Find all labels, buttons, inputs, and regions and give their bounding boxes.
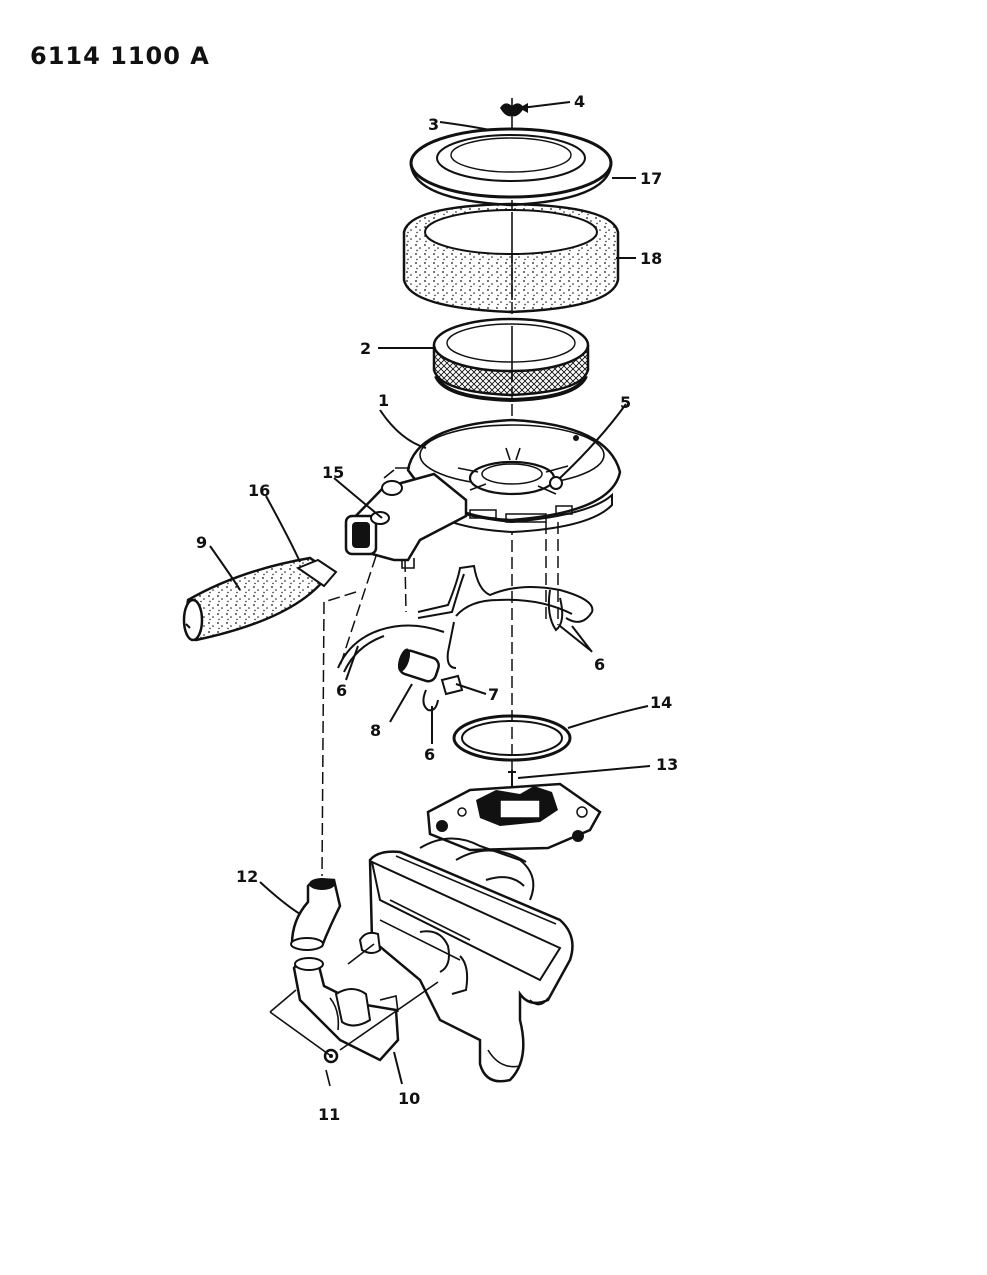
foam-filter-wrapper [402, 202, 620, 314]
air-inlet-snorkel [344, 467, 468, 569]
callout-3: 3 [428, 115, 439, 134]
callout-5: 5 [620, 393, 631, 412]
carburetor [426, 782, 602, 852]
gasket [452, 714, 572, 762]
callout-6-left: 6 [336, 681, 347, 700]
stud [508, 770, 516, 788]
assembly-leader-lines [321, 522, 559, 877]
hose-fitting [440, 674, 464, 696]
callout-6-bottom: 6 [424, 745, 435, 764]
callout-10: 10 [398, 1089, 420, 1108]
callout-13: 13 [656, 755, 678, 774]
callout-18: 18 [640, 249, 662, 268]
callout-8: 8 [370, 721, 381, 740]
callout-labels: 4 3 17 18 2 1 5 15 16 9 6 6 7 8 6 14 13 … [196, 92, 678, 1124]
callout-14: 14 [650, 693, 672, 712]
elbow-hose [290, 878, 342, 951]
intake-manifold [358, 837, 574, 1083]
callout-4: 4 [574, 92, 585, 111]
flex-hose [182, 556, 338, 642]
callout-2: 2 [360, 339, 371, 358]
vacuum-hoses [337, 564, 594, 712]
callout-1: 1 [378, 391, 389, 410]
air-cleaner-cover [409, 127, 613, 207]
callout-11: 11 [318, 1105, 340, 1124]
callout-9: 9 [196, 533, 207, 552]
callout-7: 7 [488, 685, 499, 704]
callout-15: 15 [322, 463, 344, 482]
air-filter-element [432, 317, 590, 403]
heat-stove [292, 957, 400, 1062]
vacuum-filter [397, 648, 440, 683]
mounting-nut [269, 943, 439, 1087]
callout-16: 16 [248, 481, 270, 500]
callout-6-right: 6 [594, 655, 605, 674]
callout-leaders [209, 101, 651, 1085]
figure-code: 6114 1100 A [30, 42, 210, 70]
callout-17: 17 [640, 169, 662, 188]
callout-12: 12 [236, 867, 258, 886]
